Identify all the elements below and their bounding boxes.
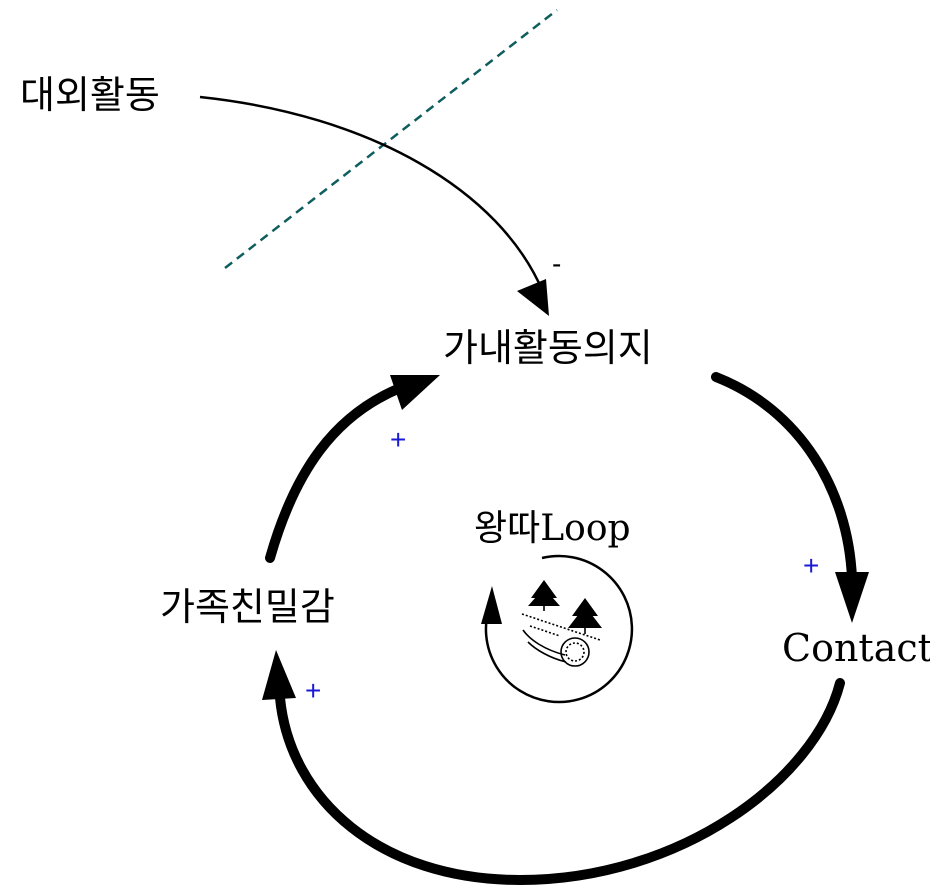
link-willingness-to-contact	[711, 372, 857, 583]
snowball-rolling-downhill-icon	[521, 580, 602, 667]
arrowhead-external-to-willingness	[517, 279, 549, 316]
loop-label: 왕따Loop	[474, 508, 631, 549]
polarity-plus-willingness-contact: +	[803, 550, 819, 581]
loop-circular-arrow	[484, 554, 634, 704]
polarity-minus-external: -	[552, 248, 561, 279]
polarity-plus-contact-intimacy: +	[305, 675, 321, 706]
node-family-intimacy: 가족친밀감	[160, 585, 335, 629]
arrowhead-contact-to-intimacy	[262, 650, 296, 700]
link-external-to-willingness	[199, 95, 545, 293]
arrowhead-willingness-to-contact	[835, 572, 869, 623]
node-contact: Contact	[782, 626, 930, 670]
arrowhead-intimacy-to-willingness	[390, 375, 440, 410]
link-intimacy-to-willingness	[265, 383, 405, 563]
boundary-dashed-line	[224, 9, 558, 269]
link-contact-to-intimacy	[275, 678, 845, 886]
polarity-plus-intimacy-willingness: +	[390, 424, 406, 455]
node-home-activity-willingness: 가내활동의지	[443, 326, 653, 370]
loop-circular-arrowhead	[481, 586, 502, 624]
node-external-activity: 대외활동	[20, 73, 160, 117]
